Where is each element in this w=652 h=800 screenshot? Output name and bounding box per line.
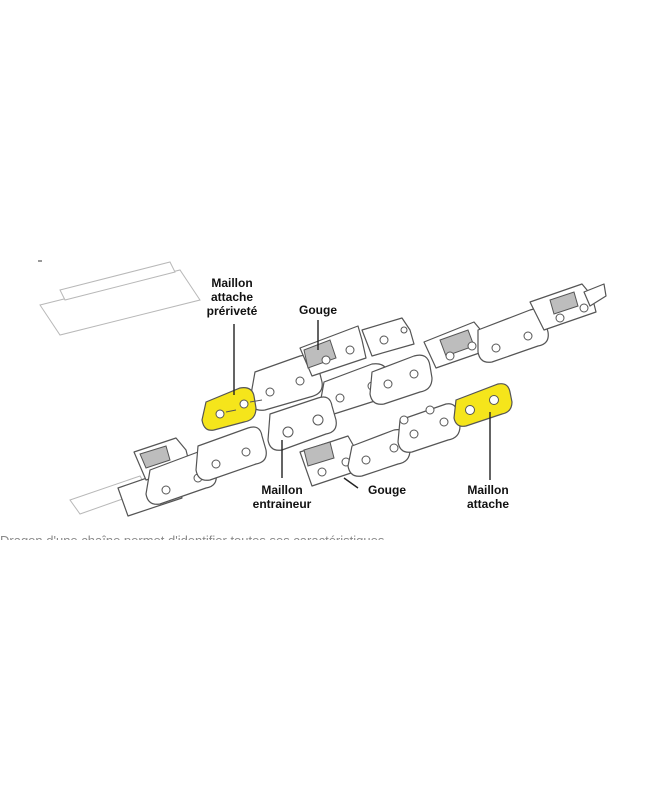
label-maillon-attache-line1: Maillon [467,483,508,497]
labels: Maillon attache prériveté Gouge Maillon … [207,276,510,511]
label-maillon-attache-line2: attache [467,497,509,511]
figure-caption: Dragon d'une chaîne permet d'identifier … [0,533,385,548]
preriveted-link-highlight [201,387,263,431]
label-gouge-bottom: Gouge [368,483,406,497]
upper-chain [249,283,607,415]
label-maillon-entraineur-line1: Maillon [261,483,302,497]
background-chain-upper [39,261,201,336]
lower-chain [69,396,461,517]
leader-gouge-bottom [343,477,359,489]
label-maillon-entraineur-line2: entraineur [253,497,312,511]
label-preriveted-line1: Maillon [211,276,252,290]
leader-lines [233,320,491,489]
label-preriveted-line2: attache [211,290,253,304]
label-gouge-top: Gouge [299,303,337,317]
label-preriveted-line3: prériveté [207,304,258,318]
connecting-link-highlight [453,383,513,427]
